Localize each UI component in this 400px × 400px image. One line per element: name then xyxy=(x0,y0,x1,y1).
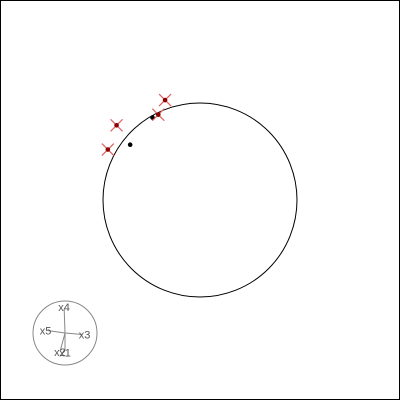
inset-axis-line xyxy=(47,330,66,334)
inset-axis-line xyxy=(59,332,66,351)
data-point-marked xyxy=(101,143,115,156)
data-point-marked xyxy=(151,108,165,122)
inset-axis-line xyxy=(64,332,83,336)
inset-axis-label: x2 xyxy=(54,347,66,359)
inset-axis-label: x3 xyxy=(79,330,91,342)
point-dot xyxy=(162,97,168,103)
main-plot xyxy=(101,93,298,298)
point-dot xyxy=(114,123,119,128)
inset-axis-label: x5 xyxy=(40,325,52,337)
inset-circle xyxy=(32,300,98,366)
unit-circle xyxy=(102,102,298,298)
inset-axis-label: x4 xyxy=(58,302,70,314)
data-point-marked xyxy=(158,93,172,107)
data-point xyxy=(127,142,133,148)
inset-axis-label: x1 xyxy=(59,348,71,360)
point-dot xyxy=(105,147,111,152)
inset-axis-line xyxy=(63,308,66,334)
data-point-marked xyxy=(110,118,124,132)
point-dot xyxy=(155,112,161,117)
